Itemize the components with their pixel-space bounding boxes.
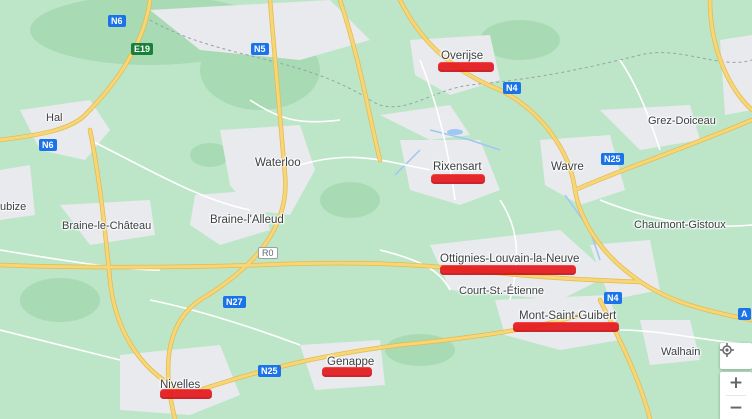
place-label-braine-lalleud: Braine-l'Alleud <box>210 214 284 226</box>
place-label-rixensart: Rixensart <box>433 161 482 173</box>
road-shield-n25-bottom: N25 <box>258 365 281 377</box>
zoom-out-button[interactable]: − <box>728 398 744 418</box>
road-shield-n25: N25 <box>601 153 624 165</box>
place-label-braine-le-chateau: Braine-le-Château <box>62 220 152 232</box>
highlight-rixensart <box>431 175 485 182</box>
highlight-overijse <box>438 63 494 70</box>
highlight-nivelles <box>160 390 212 397</box>
my-location-button[interactable] <box>720 343 752 369</box>
zoom-control: + − <box>720 372 752 419</box>
place-label-bize: ubize <box>0 201 27 213</box>
place-label-genappe: Genappe <box>327 356 375 368</box>
place-label-ottignies: Ottignies-Louvain-la-Neuve <box>440 253 580 265</box>
road-shield-e19: E19 <box>131 43 154 55</box>
road-shield-n6-left: N6 <box>39 139 57 151</box>
zoom-divider <box>726 395 746 396</box>
zoom-in-button[interactable]: + <box>728 373 744 393</box>
highlight-mont-saint-guibert <box>513 323 619 330</box>
road-shield-r0: R0 <box>258 247 278 259</box>
place-label-nivelles: Nivelles <box>160 379 201 391</box>
highlight-ottignies <box>440 266 576 273</box>
place-label-grez-doiceau: Grez-Doiceau <box>648 115 716 127</box>
road-shield-a: A <box>738 308 751 320</box>
place-label-hal: Hal <box>46 112 63 124</box>
place-label-wavre: Wavre <box>551 161 584 173</box>
target-icon <box>720 343 734 357</box>
road-shield-n4: N4 <box>503 82 521 94</box>
place-label-waterloo: Waterloo <box>255 157 301 169</box>
place-label-mont-saint-guibert: Mont-Saint-Guibert <box>519 310 617 322</box>
highlight-genappe <box>322 368 372 375</box>
place-label-walhain: Walhain <box>661 346 701 358</box>
road-shield-n27: N27 <box>223 296 246 308</box>
road-shield-n6: N6 <box>108 15 126 27</box>
place-label-court-st-etienne: Court-St.-Étienne <box>459 285 544 297</box>
minor-roads <box>0 59 752 361</box>
road-shield-n5: N5 <box>251 43 269 55</box>
place-label-overijse: Overijse <box>441 50 484 62</box>
road-shield-n4-bottom: N4 <box>604 292 622 304</box>
place-label-chaumont-gistoux: Chaumont-Gistoux <box>634 219 726 231</box>
